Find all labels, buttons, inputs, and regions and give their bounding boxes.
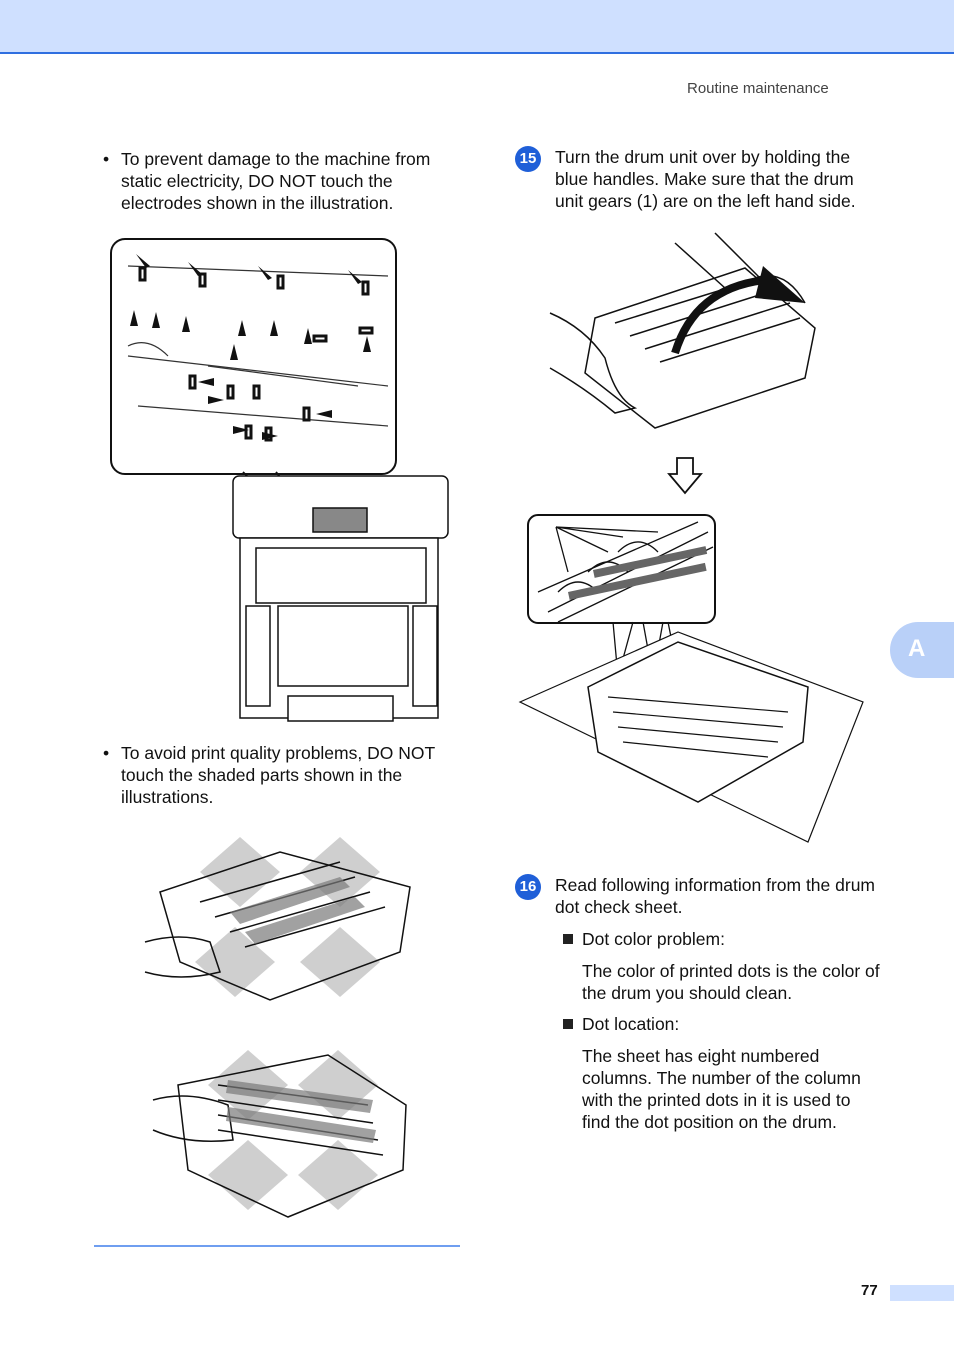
header-band [0, 0, 954, 54]
square-bullet [563, 1019, 573, 1029]
item-detail-dot-location: The sheet has eight numbered columns. Th… [582, 1046, 861, 1132]
down-arrow-icon [667, 457, 703, 495]
drum-gears-illustration [518, 514, 864, 843]
step-text: Turn the drum unit over by holding the b… [555, 147, 856, 211]
item-detail-dot-color: The color of printed dots is the color o… [582, 961, 880, 1003]
bullet-dot: • [103, 149, 110, 169]
square-bullet [563, 934, 573, 944]
electrodes-illustration [110, 238, 449, 722]
bullet-dot: • [103, 743, 110, 763]
drum-unit-shaded-top-illustration [144, 837, 411, 1001]
appendix-tab: A [890, 622, 954, 678]
item-label-dot-location: Dot location: [582, 1014, 680, 1034]
column-end-rule [94, 1245, 460, 1247]
page-number: 77 [861, 1282, 878, 1299]
bullet-text: To prevent damage to the machine from st… [121, 149, 431, 213]
step-number-badge: 16 [515, 874, 541, 900]
step-number-badge: 15 [515, 146, 541, 172]
appendix-letter: A [908, 635, 926, 662]
item-label-dot-color: Dot color problem: [582, 929, 725, 949]
step-text: Read following information from the drum… [555, 875, 876, 917]
section-title: Routine maintenance [687, 80, 829, 97]
page-number-bar [890, 1285, 954, 1301]
drum-unit-shaded-bottom-illustration [152, 1050, 407, 1218]
bullet-text: To avoid print quality problems, DO NOT … [121, 743, 435, 807]
drum-flip-illustration [549, 232, 816, 429]
